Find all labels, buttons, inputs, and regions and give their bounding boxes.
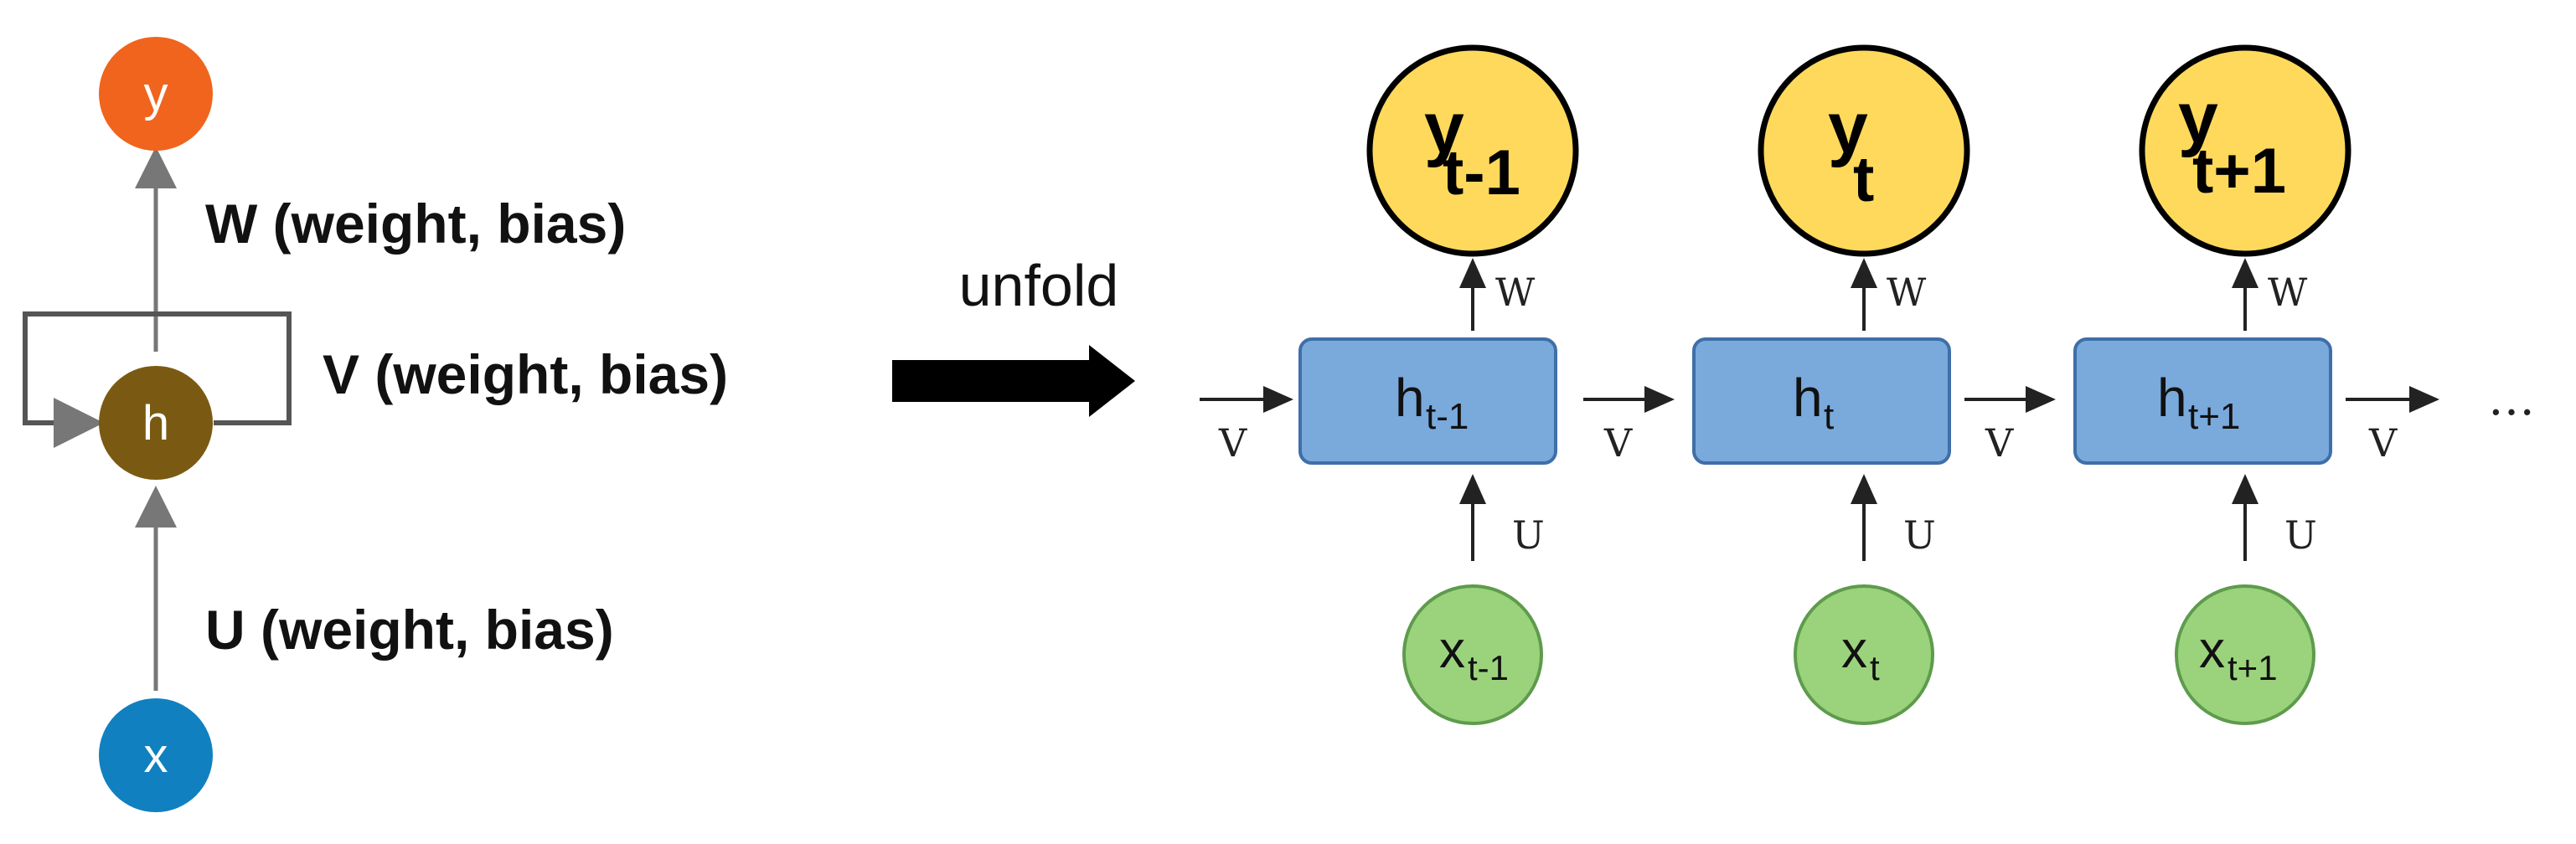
x-node — [2175, 584, 2315, 725]
x-node — [1794, 584, 1934, 725]
folded-recurrent-loop — [23, 311, 292, 448]
h-box-subscript: t+1 — [2188, 396, 2240, 437]
time-step-t: y t W h t U x t — [1692, 44, 1970, 725]
folded-u-label: U (weight, bias) — [205, 599, 614, 661]
edge-v-label: V — [1218, 420, 1247, 466]
h-box — [1692, 337, 1951, 465]
y-node-label: y — [1424, 88, 1464, 168]
edge-w-label: W — [1887, 270, 1927, 315]
edge-v-label: V — [2368, 420, 2398, 466]
time-step-t-plus-1: y t+1 W h t+1 U x t+1 — [2073, 44, 2351, 725]
edge-v-label: V — [1603, 420, 1633, 466]
unfolded-rnn: y t-1 W h t-1 U x t-1 y t W h t U — [1200, 44, 2535, 725]
x-node — [1402, 584, 1543, 725]
edge-w-label: W — [1495, 270, 1536, 315]
x-node-label: x — [1439, 621, 1465, 679]
folded-y-node — [99, 37, 213, 151]
h-box — [1298, 337, 1557, 465]
continuation-ellipsis: … — [2488, 372, 2535, 426]
recurrent-connections: V V V V … — [1200, 372, 2535, 466]
edge-u-label: U — [1512, 512, 1545, 558]
folded-h-label: h — [142, 396, 169, 450]
folded-x-node — [99, 698, 213, 812]
h-box-subscript: t-1 — [1426, 396, 1469, 437]
unfold-label: unfold — [959, 253, 1119, 318]
folded-y-label: y — [144, 67, 168, 121]
folded-rnn: y h x W (weight, bias) V (weight, bias) … — [23, 37, 728, 812]
time-step-t-minus-1: y t-1 W h t-1 U x t-1 — [1298, 44, 1579, 725]
folded-x-label: x — [144, 728, 168, 783]
folded-h-node — [99, 366, 213, 480]
y-node-subscript: t — [1853, 144, 1874, 215]
y-node-label: y — [2178, 78, 2218, 158]
folded-w-label: W (weight, bias) — [205, 193, 626, 255]
folded-v-label: V (weight, bias) — [323, 343, 728, 405]
y-node — [2139, 44, 2351, 257]
x-node-label: x — [1841, 621, 1867, 679]
h-box-label: h — [2157, 368, 2187, 428]
y-node-subscript: t-1 — [1443, 137, 1520, 208]
x-node-subscript: t-1 — [1468, 648, 1509, 687]
edge-v-label: V — [1985, 420, 2014, 466]
y-node-label: y — [1828, 88, 1868, 168]
unfold-arrow-icon — [892, 345, 1135, 417]
h-box-label: h — [1395, 368, 1425, 428]
x-node-subscript: t+1 — [2228, 648, 2278, 687]
x-node-label: x — [2199, 621, 2225, 679]
x-node-subscript: t — [1870, 648, 1880, 687]
y-node — [1366, 44, 1579, 257]
y-node — [1758, 44, 1970, 257]
edge-u-label: U — [2284, 512, 2317, 558]
edge-w-label: W — [2268, 270, 2308, 315]
edge-u-label: U — [1903, 512, 1936, 558]
y-node-subscript: t+1 — [2192, 136, 2286, 207]
h-box-subscript: t — [1824, 396, 1834, 437]
h-box — [2073, 337, 2332, 465]
unfold-transition: unfold — [892, 253, 1135, 417]
h-box-label: h — [1793, 368, 1823, 428]
